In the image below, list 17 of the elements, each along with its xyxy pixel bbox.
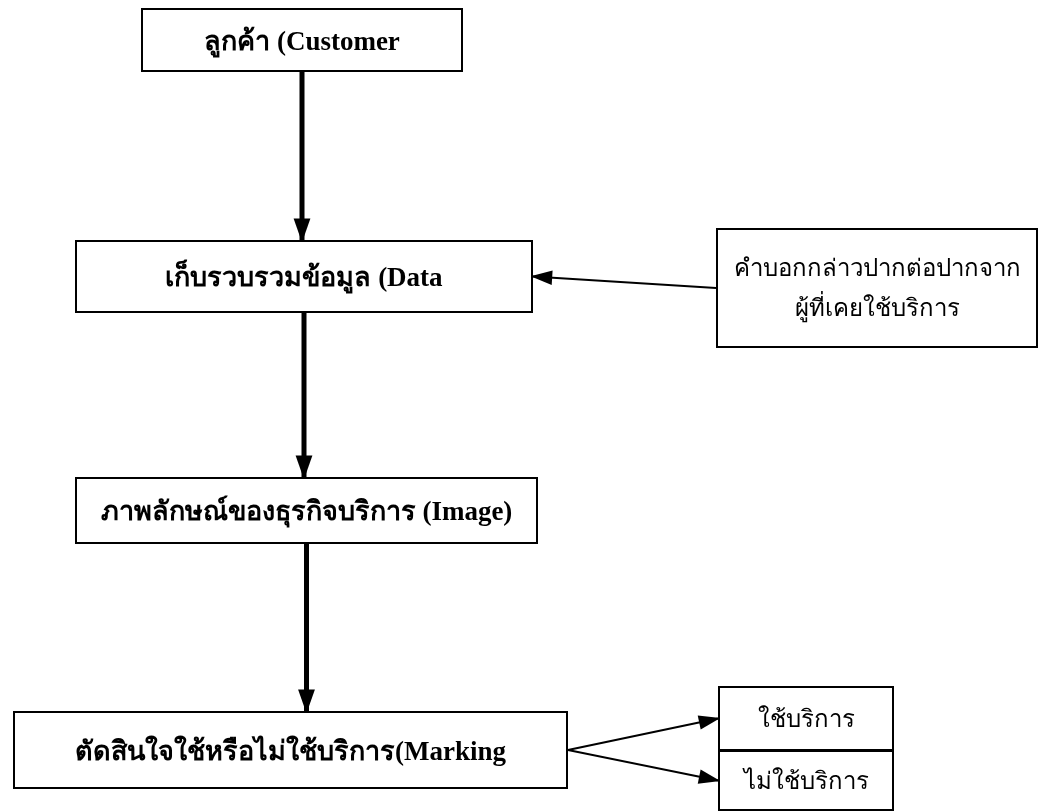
outcome-box xyxy=(718,750,894,811)
box-label: ใช้บริการ xyxy=(757,704,855,734)
process-box xyxy=(141,8,463,72)
box-label: เก็บรวบรวมข้อมูล (Data xyxy=(165,255,443,298)
arrow xyxy=(295,313,313,480)
box-label: คำบอกกล่าวปากต่อปากจาก ผู้ที่เคยใช้บริการ xyxy=(732,254,1022,325)
box-label: ภาพลักษณ์ของธุรกิจบริการ (Image) xyxy=(100,494,513,530)
source-box xyxy=(716,228,1038,348)
arrow xyxy=(293,72,311,243)
box-label: ตัดสินใจใช้หรือไม่ใช้บริการ(Marking xyxy=(75,734,506,768)
outcome-box xyxy=(718,686,894,751)
box-label: ลูกค้า (Customer xyxy=(204,24,400,60)
arrow xyxy=(298,544,315,714)
decision-box xyxy=(13,711,568,789)
process-box xyxy=(75,477,538,544)
box-label: ไม่ใช้บริการ xyxy=(743,766,869,796)
process-box xyxy=(75,240,533,313)
